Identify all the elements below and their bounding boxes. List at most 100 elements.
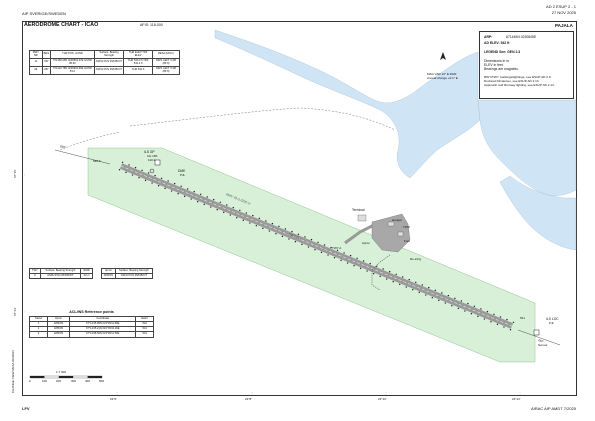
runway-edge-light xyxy=(275,233,277,235)
runway-edge-light xyxy=(252,214,254,217)
runway-edge-light xyxy=(356,257,358,259)
apron-label: Apron xyxy=(362,241,371,245)
runway-edge-light xyxy=(258,217,261,219)
runway-edge-light xyxy=(265,220,267,222)
runway-edge-light xyxy=(392,281,394,283)
runway-edge-light xyxy=(477,315,479,318)
de-icing-label: De-icing xyxy=(410,257,422,261)
runway-edge-light xyxy=(480,308,482,310)
chart-title: AERODROME CHART - ICAO xyxy=(24,22,99,28)
runway-edge-light xyxy=(278,225,280,227)
scale-tick: 400 xyxy=(85,379,91,383)
table-row: 2 APRON 67°14'45.21N 023°09'16.29E 541 xyxy=(29,326,154,333)
runway-edge-light xyxy=(499,316,502,318)
units-line: Bearings are magnetic. xyxy=(484,67,519,71)
runway-centerline xyxy=(120,165,513,327)
runway-edge-light xyxy=(131,174,134,176)
runway-edge-light xyxy=(236,217,238,219)
runway-edge-light xyxy=(418,291,420,294)
runway-edge-light xyxy=(216,209,218,211)
runway-edge-light xyxy=(444,302,447,304)
runway-edge-light xyxy=(320,251,323,254)
runway-edge-light xyxy=(193,190,195,193)
runway-edge-light xyxy=(421,284,423,286)
runway-edge-light xyxy=(327,254,329,256)
runway-edge-light xyxy=(304,236,306,238)
runway-edge-light xyxy=(425,294,427,296)
runway-edge-light xyxy=(206,196,208,198)
ils-gp-label: ILS GP xyxy=(144,150,155,154)
change-note: CHANGE: NEW RESA DESIGN xyxy=(11,350,15,393)
threshold-right-elev: 541 xyxy=(520,316,526,320)
afis-frequency: AFIS: 118.000 xyxy=(140,23,163,27)
runway-edge-light xyxy=(307,246,310,248)
runway-edge-light xyxy=(438,299,440,302)
road-line xyxy=(129,107,396,131)
issue-date: 27 NOV 2025 xyxy=(551,10,576,15)
runway-strip xyxy=(87,147,536,363)
runway-edge-light xyxy=(121,161,124,163)
runway-edge-light xyxy=(454,297,456,299)
tower-label: TWR xyxy=(403,225,410,229)
ils-gp-freq: CH 18X xyxy=(147,154,158,158)
runway-edge-light xyxy=(226,204,228,206)
runway-edge-light xyxy=(125,171,127,174)
runway-edge-light xyxy=(467,302,469,305)
runway-edge-light xyxy=(173,182,176,185)
table-row: APRON ASPH PCN 25/F/B/X/T xyxy=(101,273,154,280)
runway-edge-light xyxy=(405,286,407,288)
runway-edge-light xyxy=(457,307,460,310)
table-row: 3 APRON 67°14'08.50N 023°09'11.59E 541 xyxy=(29,331,154,338)
runway-edge-light xyxy=(245,212,248,214)
terminal-building xyxy=(357,214,367,222)
rwy-header: BRG xyxy=(41,49,52,60)
runway-edge-light xyxy=(399,283,401,286)
legend-ref: LEGEND See: GEN 2.3 xyxy=(484,50,521,54)
taxiway-table: TWY Surface, Bearing Strength Width A AS… xyxy=(29,267,93,280)
rwy-header: RESA (M/VC) xyxy=(151,49,181,60)
hangar-building xyxy=(387,221,395,227)
aerodrome-name: PAJALA xyxy=(554,23,573,28)
runway-edge-light xyxy=(154,174,156,177)
note-line: RWY/TWY markings/lightings, see ESUP AD … xyxy=(484,75,552,79)
runway-edge-light xyxy=(249,222,251,224)
hangar-label: Hangar xyxy=(392,218,402,222)
runway-edge-light xyxy=(388,270,391,273)
scale-bar xyxy=(29,375,103,379)
runway-edge-light xyxy=(385,278,388,280)
runway-edge-lights xyxy=(118,161,515,331)
note-line: Declared Distances, see ESUP AD 2.13 xyxy=(484,79,539,83)
runway-edge-light xyxy=(118,169,121,171)
scale-tick: 0 xyxy=(29,379,31,383)
rwy-header: THR ELEV TDZ ELEV xyxy=(123,49,153,60)
runway-edge-light xyxy=(210,206,212,208)
runway-edge-light xyxy=(512,321,515,323)
runway-edge-light xyxy=(310,238,313,241)
runway-edge-light xyxy=(186,188,189,190)
runway-edge-light xyxy=(151,182,153,184)
ref-title: ACL/INS Reference points xyxy=(69,310,114,314)
dme-label: DME xyxy=(178,169,186,173)
runway-edge-light xyxy=(340,259,342,262)
runway-edge-light xyxy=(431,297,433,299)
north-arrow xyxy=(440,52,446,60)
runway-edge-light xyxy=(242,219,245,222)
runway-edge-light xyxy=(239,209,241,211)
runway-edge-light xyxy=(128,164,130,166)
ils-gp-freq2: 110.2 xyxy=(148,158,156,162)
runway-edge-light xyxy=(486,310,489,313)
runway-edge-light xyxy=(464,310,466,312)
rwy-header: THR POS, GUND xyxy=(50,49,95,60)
runway-edge-light xyxy=(229,214,231,216)
runway-edge-light xyxy=(395,273,397,275)
runway-edge-light xyxy=(470,313,473,315)
runway-edge-light xyxy=(271,222,274,225)
runway-edge-light xyxy=(506,318,508,321)
table-row: 29 287 671422.78N 0230932.66E GUND 81.0 … xyxy=(29,66,181,76)
runway-edge-light xyxy=(223,211,225,214)
runway-edge-light xyxy=(301,243,303,246)
river-east xyxy=(477,99,577,196)
runway-edge-light xyxy=(473,305,476,307)
runway-edge-light xyxy=(167,180,169,182)
footer-left: LFV xyxy=(22,406,30,411)
